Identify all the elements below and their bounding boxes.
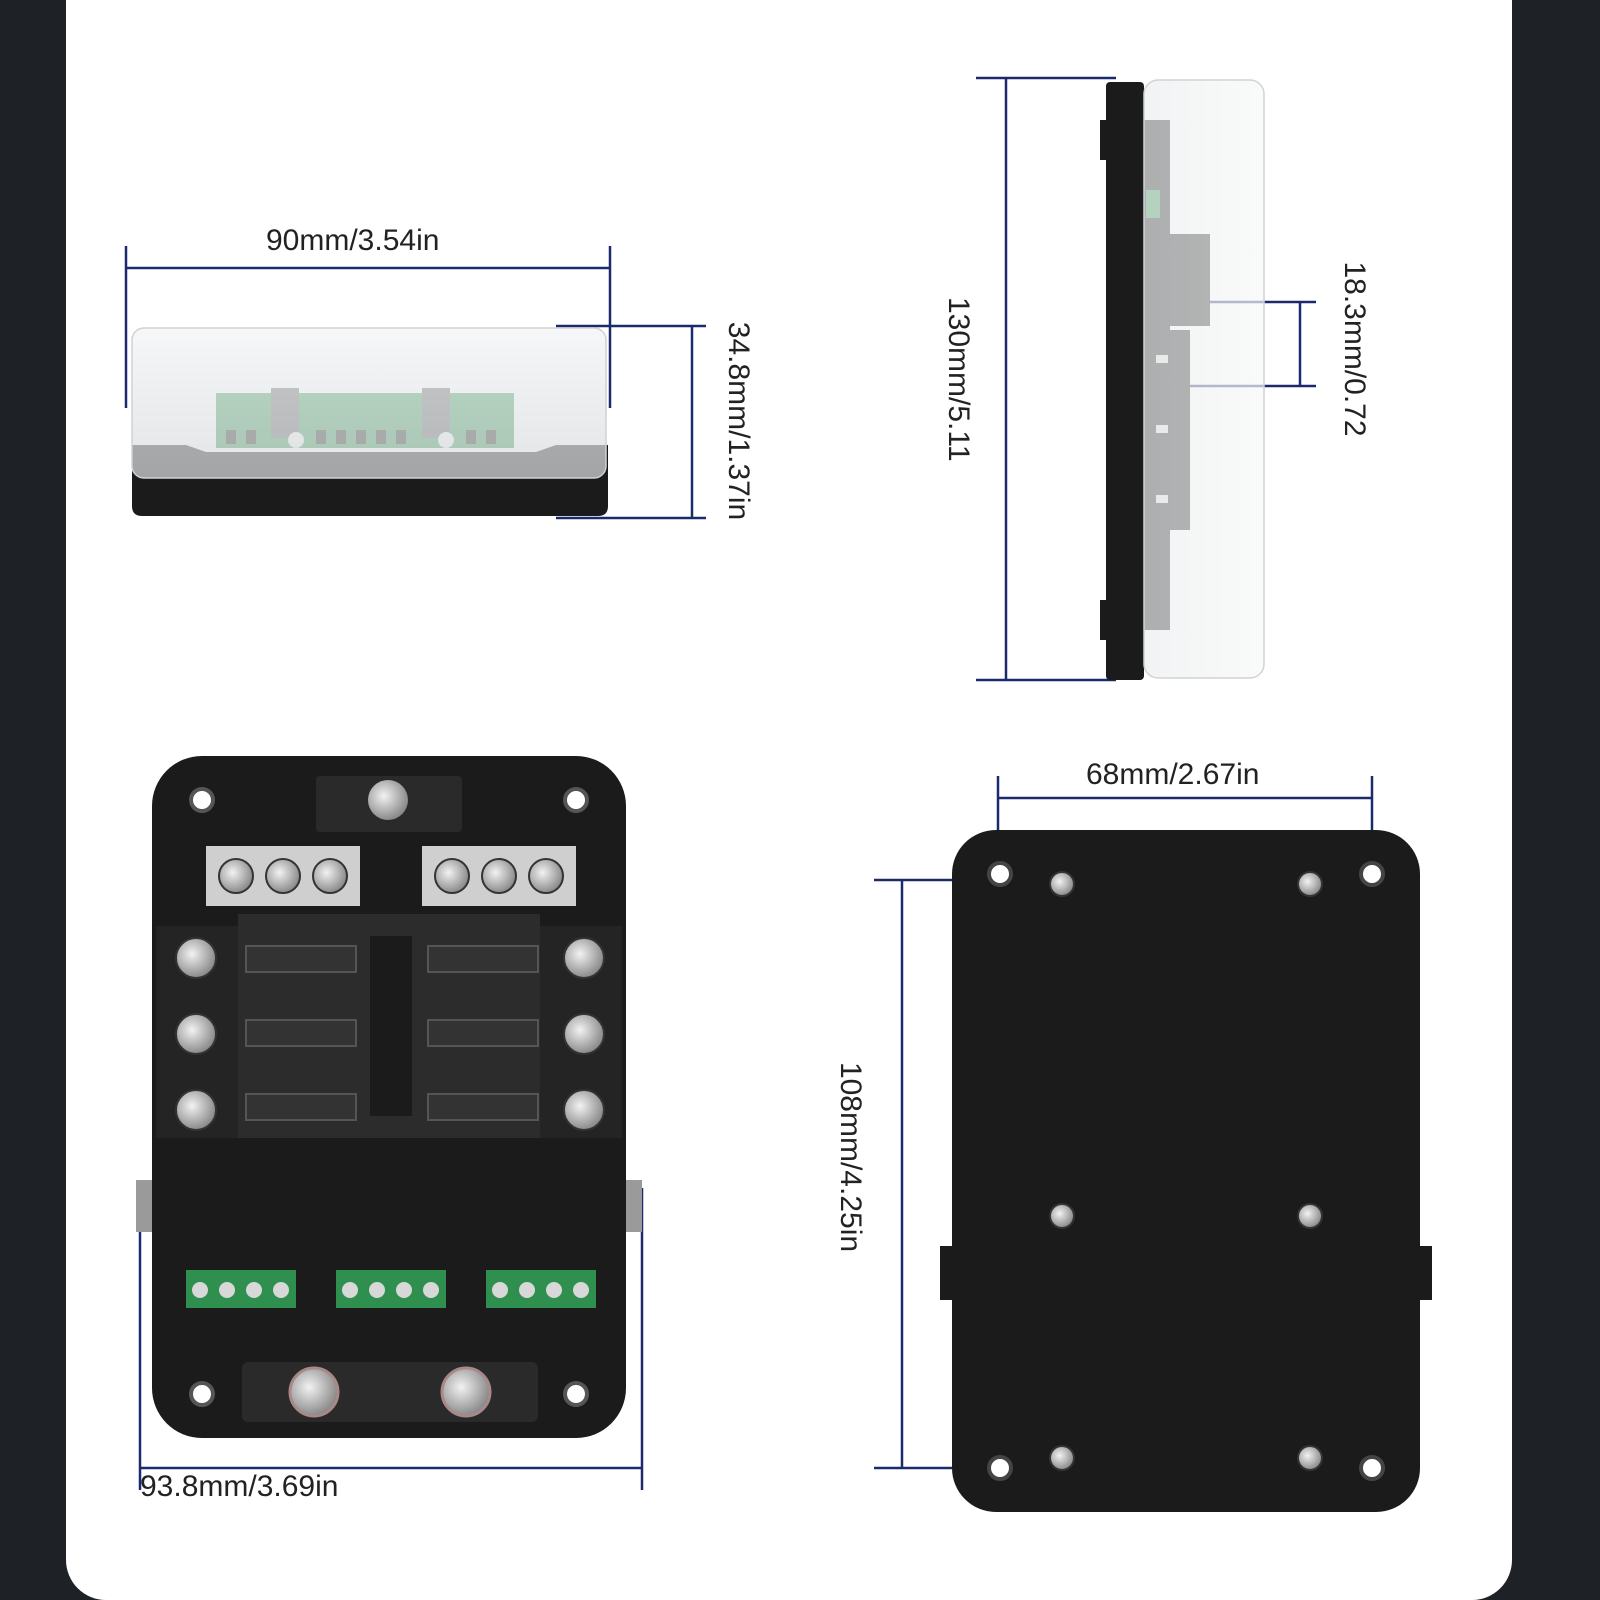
top-view-mounting-holes [189,787,589,1407]
side-view-width-label: 90mm/3.54in [266,224,440,257]
bottom-view [874,776,1432,1512]
top-view-bus-bars [206,846,576,906]
top-view-main-stud [368,780,408,820]
bottom-view-screws [1049,871,1323,1471]
side-view [124,246,706,520]
side-view-height-label: 34.8mm/1.37in [722,321,755,521]
bottom-view-width-label: 68mm/2.67in [1086,758,1260,791]
end-view-fuse-label: 18.3mm/0.72 [1338,261,1371,437]
top-view-terminal-blocks [186,1270,596,1308]
side-view-height-dimension [556,324,706,520]
top-view-bottom-studs [288,1366,492,1418]
top-view-fuse-rows [156,914,622,1138]
bottom-view-height-label: 108mm/4.25in [834,1061,867,1253]
top-view-width-dimension [138,1188,644,1490]
bottom-view-plate [952,830,1420,1512]
top-view-width-label: 93.8mm/3.69in [140,1470,339,1503]
end-view-cover [1143,79,1265,679]
dimension-drawing [124,76,1432,1512]
end-view [976,76,1316,682]
side-view-cover [131,327,607,479]
end-view-height-label: 130mm/5.11 [942,297,975,462]
top-view [136,756,644,1490]
product-dimension-sheet: 90mm/3.54in 34.8mm/1.37in 130mm/5.11 18.… [66,0,1512,1600]
end-view-base-plate [1106,82,1144,680]
bottom-view-mounting-holes [987,861,1385,1481]
end-view-height-dimension [976,76,1116,682]
